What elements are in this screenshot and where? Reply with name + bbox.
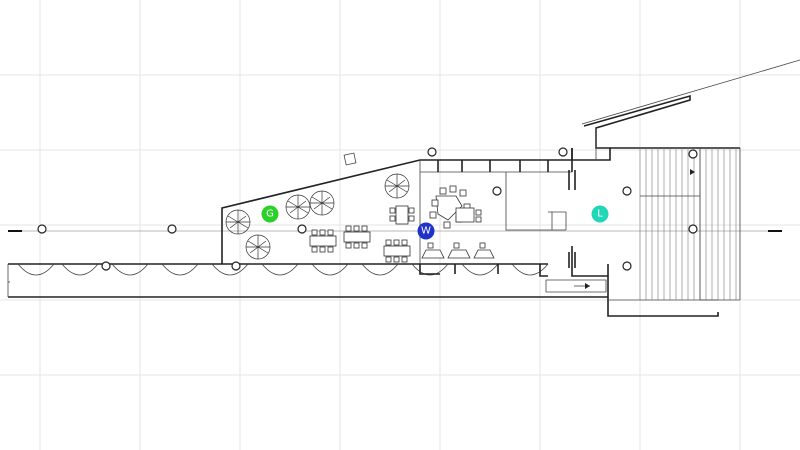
zone-marker-work[interactable]: W [417,222,435,240]
table-group-5 [429,185,471,229]
table-group-6 [455,207,482,223]
zone-marker-work-dot [417,222,435,240]
small-kiosk [343,152,357,166]
zone-marker-garden[interactable]: G [261,205,279,223]
zone-marker-garden-label: G [266,209,274,220]
east-block [545,59,800,317]
zone-marker-lounge-label: L [597,209,603,220]
table-group-4 [389,205,415,225]
building-outline [221,159,572,277]
trees [225,173,410,260]
table-group-2 [343,225,371,249]
zone-marker-lounge[interactable]: L [591,205,609,223]
table-group-7 [421,242,495,259]
zone-marker-garden-dot [261,205,279,223]
table-group-3 [383,239,411,263]
arcade-wall [7,263,608,298]
furniture [309,185,495,263]
columns [37,147,698,271]
table-group-1 [309,229,337,253]
zone-marker-work-label: W [421,226,431,237]
zone-marker-lounge-dot [591,205,609,223]
